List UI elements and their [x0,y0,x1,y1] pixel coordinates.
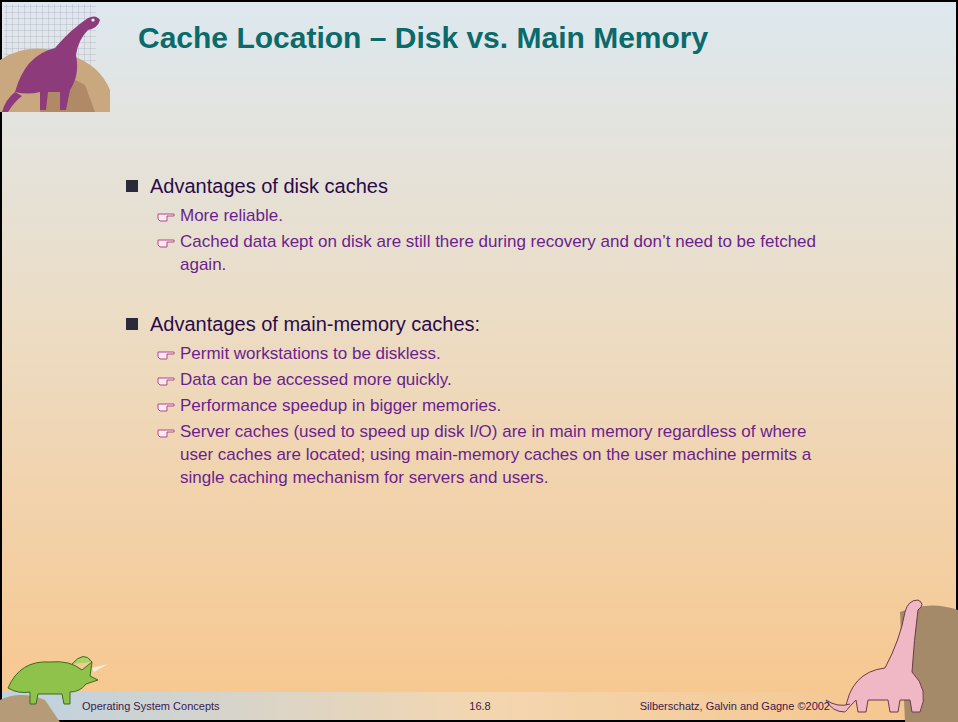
bullet-square [126,318,138,330]
bullet-hand [158,378,174,385]
footer-text: Operating System Concepts [82,699,322,713]
bullet-item: Data can be accessed more quickly. [180,368,830,391]
bullet-item: Cached data kept on disk are still there… [180,230,830,276]
dinosaur-bottom-right [826,600,958,722]
bullet-hand [158,404,174,411]
bullet-heading: Advantages of main-memory caches: [150,312,850,336]
bullet-hand [158,430,174,437]
bullet-item: Permit workstations to be diskless. [180,342,830,365]
dinosaur-top-left [0,4,110,112]
bullet-hand [158,352,174,359]
bullet-hand [158,214,174,221]
footer-text: Silberschatz, Galvin and Gagne ©2002 [620,699,830,713]
bullet-item: More reliable. [180,204,830,227]
bullet-square [126,180,138,192]
page-number: 16.8 [440,699,520,713]
dinosaur-bottom-left [0,656,108,722]
footer-band [0,692,958,722]
slide-title: Cache Location – Disk vs. Main Memory [138,20,938,56]
bullet-heading: Advantages of disk caches [150,174,850,198]
bullet-item: Server caches (used to speed up disk I/O… [180,420,830,489]
bullet-hand [158,240,174,247]
bullet-item: Performance speedup in bigger memories. [180,394,830,417]
